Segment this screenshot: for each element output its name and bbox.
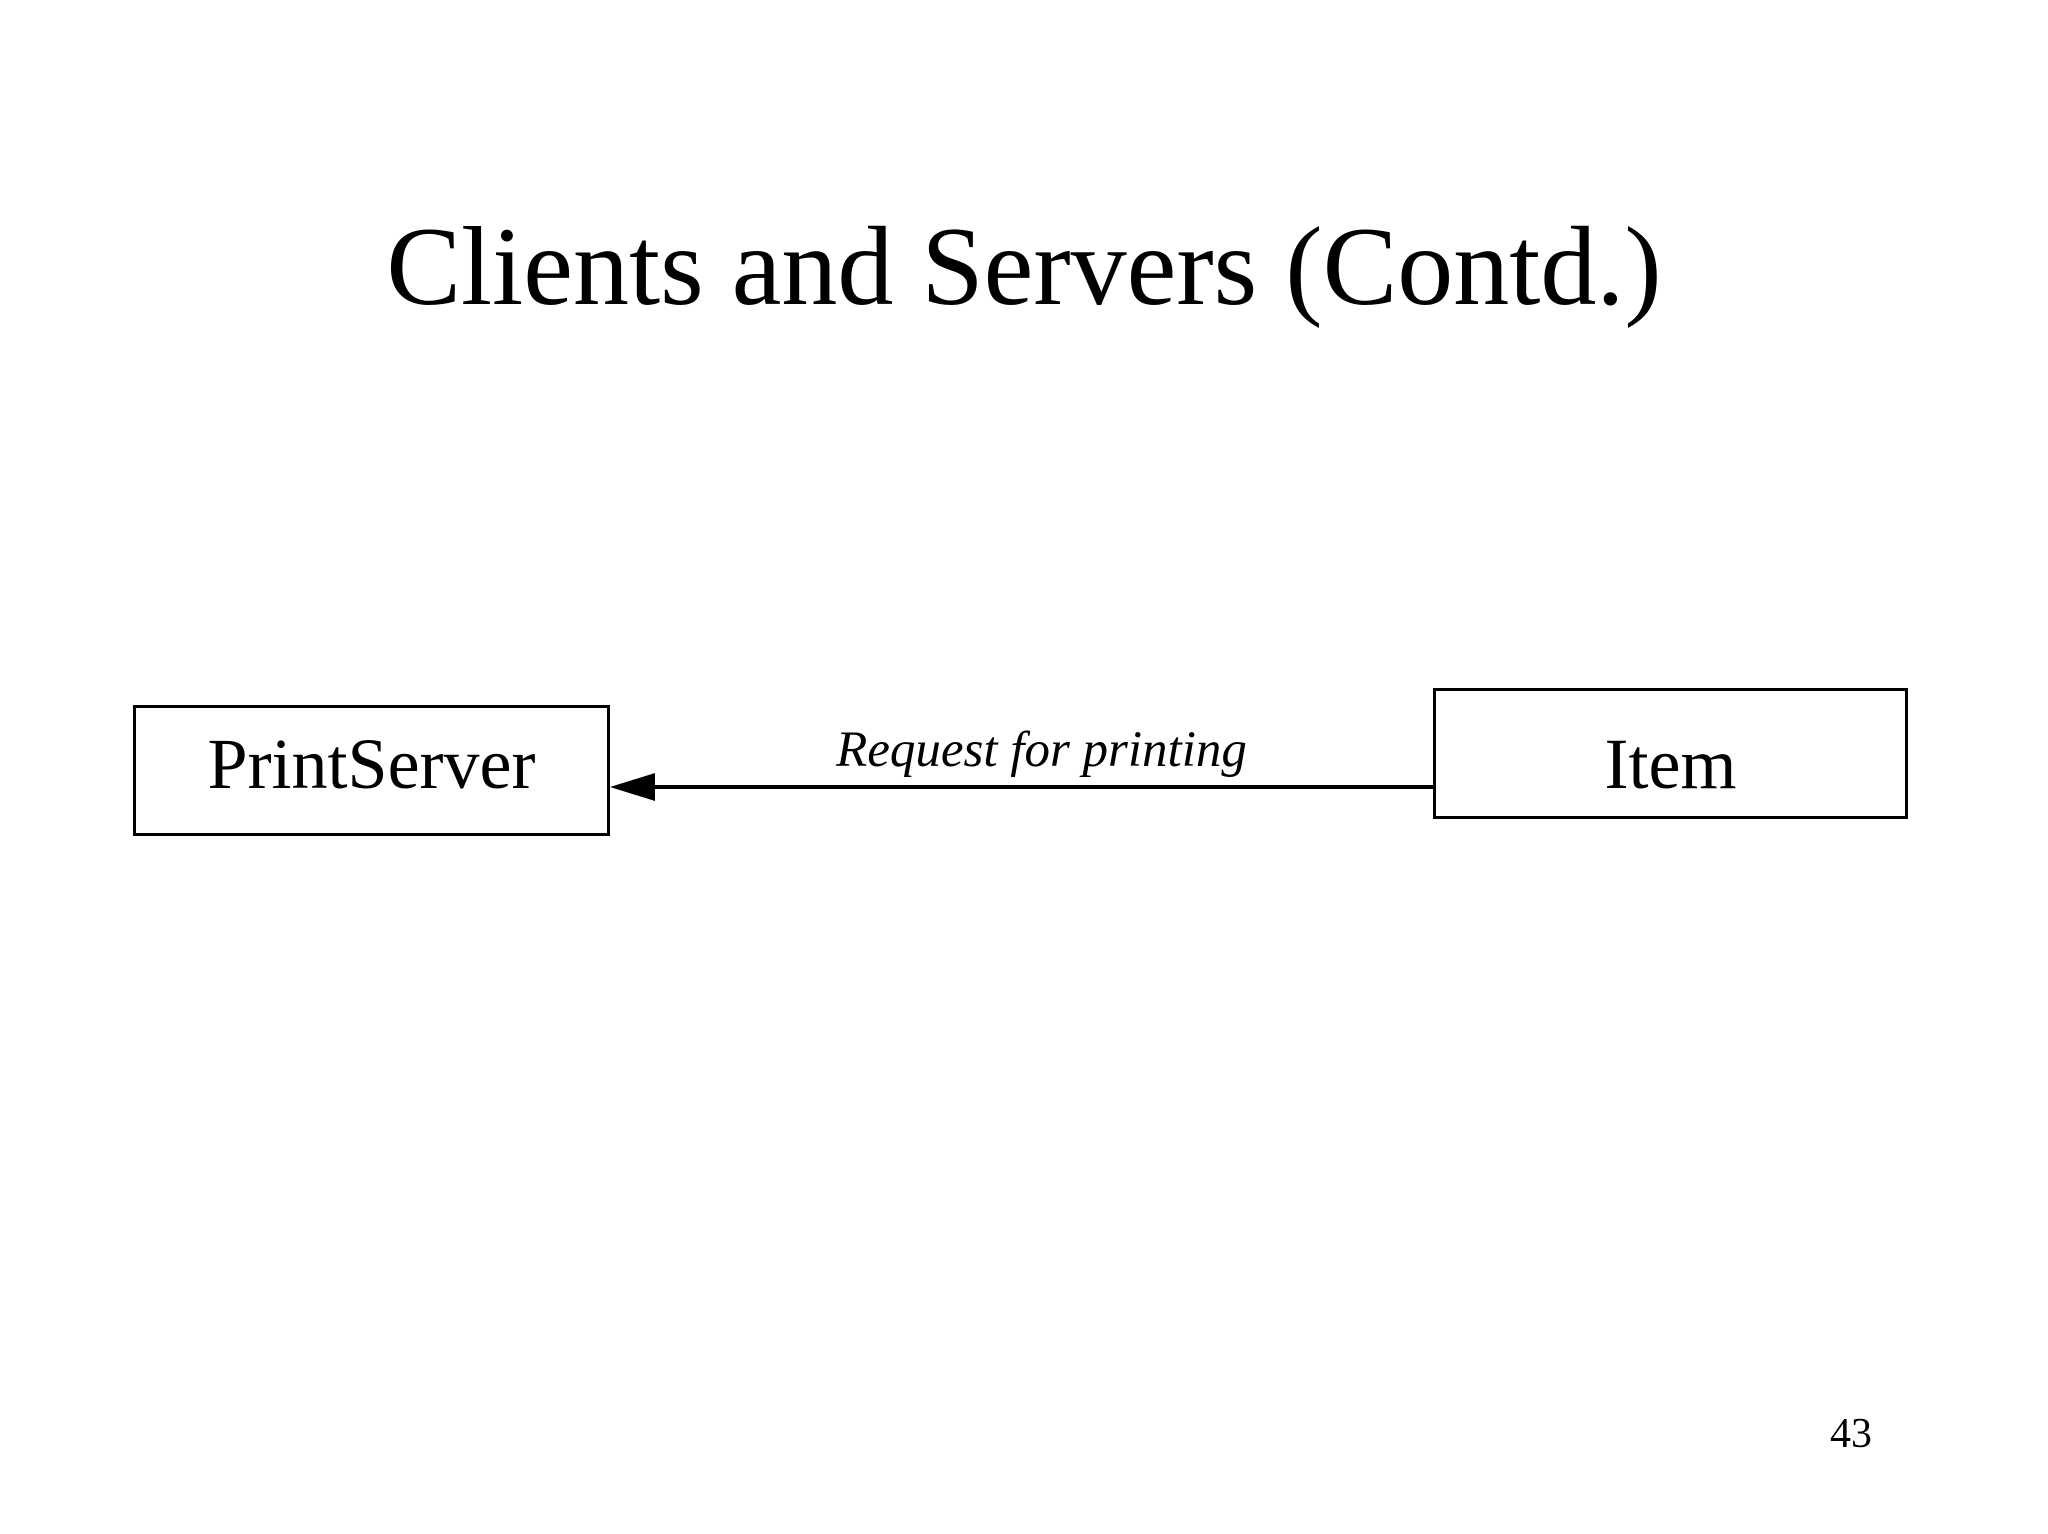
printserver-box-label: PrintServer: [207, 724, 536, 804]
arrowhead-left-icon: [610, 773, 655, 801]
arrow-label: Request for printing: [836, 722, 1247, 778]
slide-title: Clients and Servers (Contd.): [386, 205, 1662, 329]
printserver-box: PrintServer: [133, 705, 610, 836]
item-box-label: Item: [1604, 724, 1737, 804]
item-box: Item: [1433, 688, 1908, 819]
arrow-line: [650, 785, 1433, 789]
page-number: 43: [1830, 1411, 1872, 1457]
